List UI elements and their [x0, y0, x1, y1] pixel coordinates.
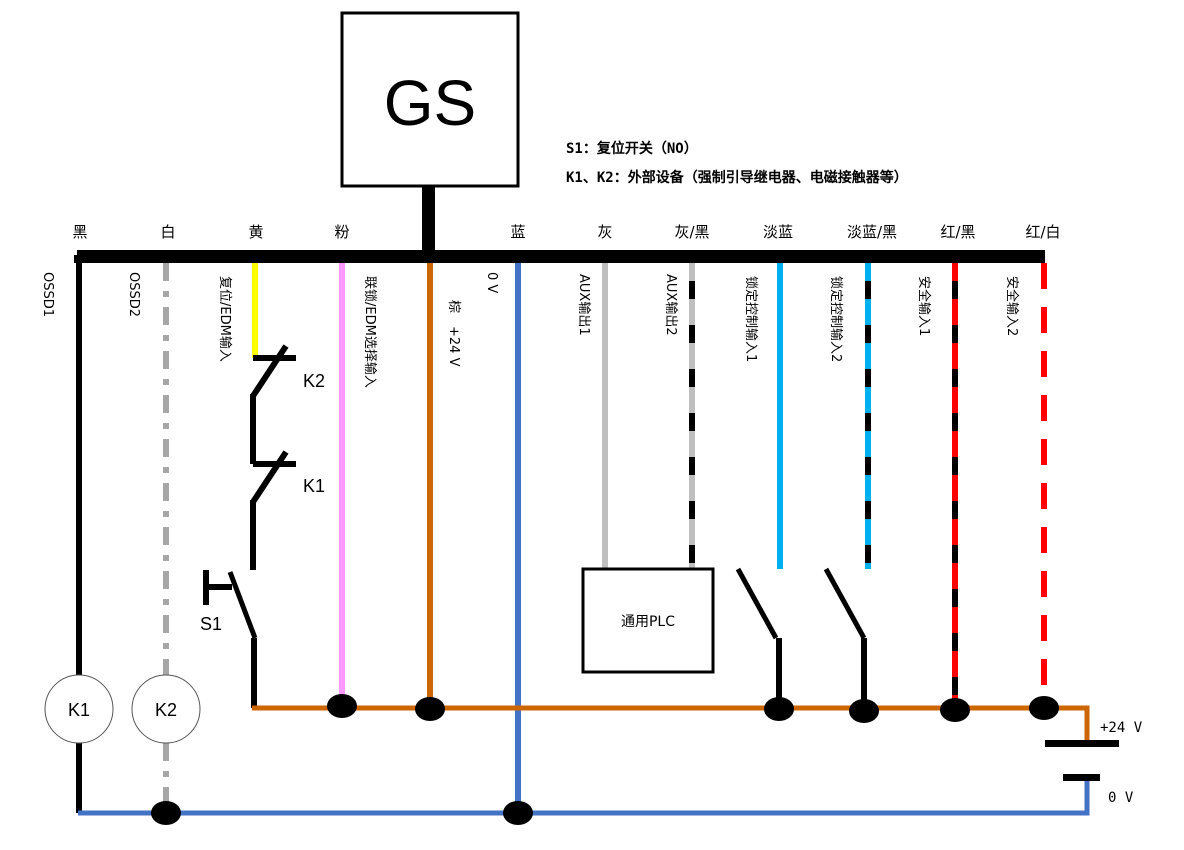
wire-function-label-lock2: 锁定控制输入2 [828, 276, 844, 362]
wire-color-label-safe2: 红/白 [1025, 223, 1060, 241]
negative-rail [78, 780, 1090, 816]
wire-color-label-lock1: 淡蓝 [763, 223, 793, 241]
wire-color-label-lock2: 淡蓝/黑 [847, 223, 897, 241]
junction-dot [151, 801, 181, 825]
k2-contact: K2 [250, 344, 325, 464]
wire-function-label-interlock: 联锁/EDM选择输入 [362, 276, 378, 388]
k1-coil: K1 [44, 674, 114, 744]
junction-dot [327, 694, 357, 718]
supply-positive-plate [1045, 740, 1119, 747]
k2-coil: K2 [131, 674, 201, 744]
k1-coil-label: K1 [68, 700, 90, 720]
positive-rail [252, 705, 1090, 742]
note-k1-k2: K1、K2：外部设备（强制引导继电器、电磁接触器等） [566, 169, 908, 186]
k2-contact-label: K2 [303, 371, 325, 391]
note-s1: S1：复位开关（NO） [566, 140, 698, 157]
wire-color-label-safe1: 红/黑 [940, 223, 975, 241]
wire-color-label-ossd1: 黑 [72, 223, 87, 241]
junction-dot [1029, 696, 1059, 720]
wire-function-label-v0: 0 V [484, 272, 499, 293]
wire-function-label-ossd1: OSSD1 [40, 272, 55, 317]
wire-function-label-aux2: AUX输出2 [663, 274, 679, 336]
supply-positive-label: +24 V [1100, 720, 1143, 736]
s1-label: S1 [200, 614, 222, 634]
wire-color-label-reset: 黄 [248, 223, 263, 241]
wire-color-label-ossd2: 白 [160, 223, 175, 241]
wire-function-label-v24: 棕 +24 V [446, 300, 461, 367]
junction-dot [849, 699, 879, 723]
wire-color-label-v0: 蓝 [510, 223, 525, 241]
wire-color-label-aux2: 灰/黑 [674, 223, 709, 241]
lock-switch-1 [735, 567, 782, 708]
gs-device-label: GS [384, 67, 476, 139]
junction-dot [940, 698, 970, 722]
k1-contact-label: K1 [303, 476, 325, 496]
plc-box [581, 567, 715, 674]
k2-coil-label: K2 [155, 700, 177, 720]
junction-dot [503, 801, 533, 825]
plc-label: 通用PLC [621, 614, 675, 630]
wire-function-label-aux1: AUX输出1 [576, 274, 592, 336]
supply-negative-label: 0 V [1108, 790, 1134, 806]
wire-function-label-safe1: 安全输入1 [916, 276, 932, 336]
wire-function-label-safe2: 安全输入2 [1004, 276, 1020, 336]
junction-dot [764, 697, 794, 721]
lock-switch-2 [823, 567, 867, 708]
wire-color-label-interlock: 粉 [334, 223, 349, 241]
junction-dot [415, 697, 445, 721]
bus-corner [74, 255, 82, 263]
s1-reset-switch: S1 [200, 570, 258, 708]
wire-function-label-lock1: 锁定控制输入1 [743, 276, 759, 362]
main-bus-bar [77, 250, 1045, 263]
wire-color-label-aux1: 灰 [597, 223, 612, 241]
wire-function-label-reset: 复位/EDM输入 [217, 276, 233, 362]
gs-device-box [340, 11, 520, 188]
gs-cable-stem [422, 186, 435, 250]
supply-negative-plate [1063, 774, 1100, 781]
wire-function-label-ossd2: OSSD2 [126, 272, 141, 317]
k1-contact: K1 [250, 450, 325, 570]
